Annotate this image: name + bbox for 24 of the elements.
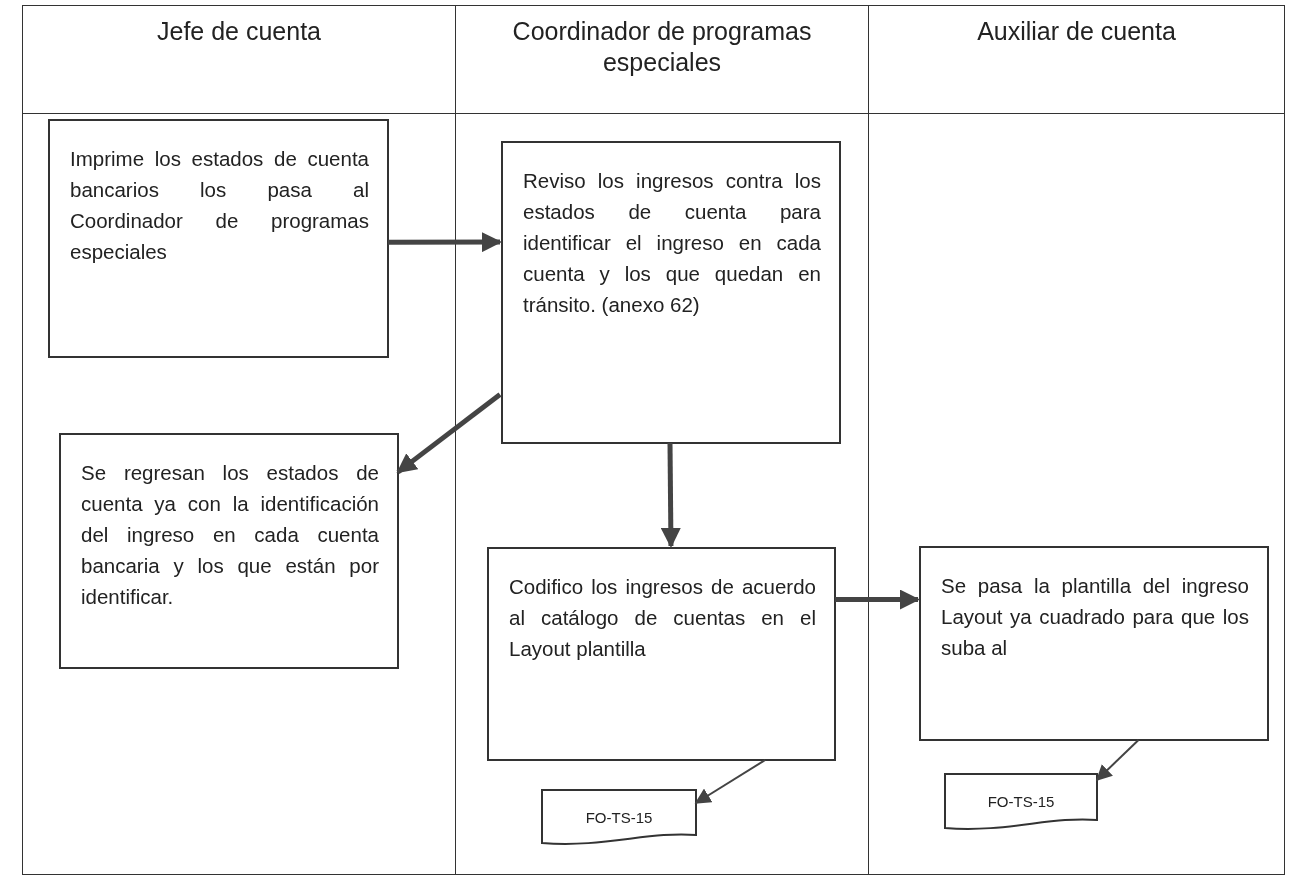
process-box — [501, 141, 841, 444]
lane-header: Coordinador de programas especiales — [511, 16, 813, 78]
process-text: FO-TS-15 — [584, 808, 654, 828]
process-box — [487, 547, 836, 761]
arrow — [388, 232, 502, 253]
arrow — [694, 759, 767, 804]
process-box — [919, 546, 1269, 741]
arrow — [835, 589, 920, 610]
lane-header: Jefe de cuenta — [156, 16, 322, 47]
process-text: FO-TS-15 — [986, 792, 1056, 812]
process-text: Codifico los ingresos de acuerdo al catálogo de cuentas en el Layout plantilla — [509, 574, 816, 662]
swimlane-column — [868, 5, 1285, 875]
process-text: Reviso los ingresos contra los estados de cuenta para identificar el ingreso en cada cuenta y los que quedan en tránsito. (anexo 62) — [523, 168, 821, 318]
process-box — [59, 433, 399, 669]
arrow — [396, 392, 502, 475]
process-box — [48, 119, 389, 358]
process-text: Se regresan los estados de cuenta ya con la identificación del ingreso en cada cuenta bancaria y los que están por identificar. — [81, 460, 379, 610]
arrow — [660, 442, 681, 548]
swimlane-column — [22, 5, 456, 875]
process-text: Imprime los estados de cuenta bancarios los pasa al Coordinador de programas especiales — [70, 146, 369, 265]
arrow — [1095, 739, 1140, 782]
process-text: Se pasa la plantilla del ingreso Layout ya cuadrado para que los suba al — [941, 573, 1249, 661]
lane-header: Auxiliar de cuenta — [976, 16, 1177, 47]
swimlane-column — [455, 5, 869, 875]
